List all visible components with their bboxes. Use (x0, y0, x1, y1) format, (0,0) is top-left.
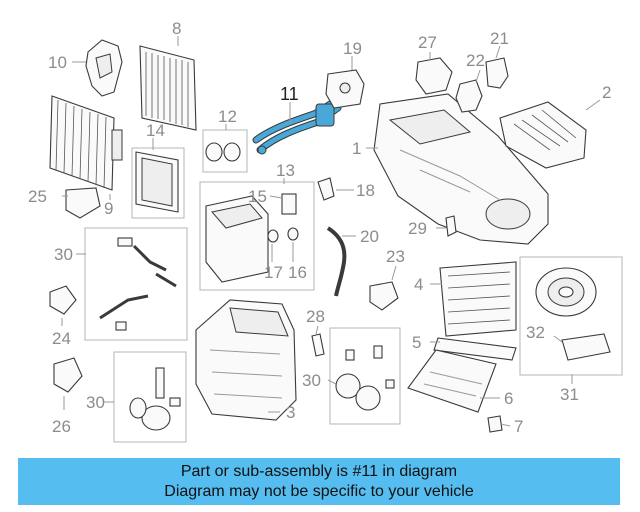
callout-5: 5 (412, 333, 421, 352)
part-24-bracket (49, 285, 77, 315)
callout-12: 12 (218, 107, 237, 126)
group-box-30-left (113, 351, 187, 443)
part-18-clip (317, 177, 335, 201)
group-box-30-right (329, 327, 401, 425)
part-31-linkages (99, 237, 177, 331)
callout-21: 21 (490, 29, 509, 48)
callout-17: 17 (264, 263, 283, 282)
part-33-resistor (561, 333, 611, 361)
part-25-bracket (65, 187, 101, 219)
callout-3: 3 (286, 403, 295, 422)
callout-16: 16 (288, 263, 307, 282)
callout-22: 22 (466, 51, 485, 70)
callout-30-right: 30 (302, 371, 321, 390)
part-19-gasket (325, 69, 365, 109)
part-14-cabin-filter (135, 151, 179, 213)
parts-diagram: 10 8 11 19 1 27 22 21 2 14 12 25 9 13 15… (28, 19, 623, 443)
part-6-tray (407, 349, 497, 413)
part-28-pin (311, 333, 325, 357)
part-4-filter (439, 261, 517, 337)
callout-20: 20 (360, 227, 379, 246)
part-9-evaporator (49, 95, 123, 191)
callout-8: 8 (172, 19, 181, 38)
callout-15: 15 (248, 187, 267, 206)
callout-29: 29 (408, 219, 427, 238)
callout-26: 26 (52, 417, 71, 436)
part-8-heater-core (139, 45, 197, 131)
part-5-seal-strip (433, 337, 517, 361)
group-box-12 (202, 129, 248, 173)
callout-2: 2 (602, 83, 611, 102)
callout-11: 11 (280, 84, 299, 104)
banner-line-1: Part or sub-assembly is #11 in diagram (180, 462, 458, 480)
callout-7: 7 (514, 417, 523, 436)
callout-10: 10 (48, 53, 67, 72)
part-2-air-duct (499, 101, 587, 169)
callout-19: 19 (343, 39, 362, 58)
part-10-bracket (85, 39, 123, 97)
callout-9: 9 (104, 199, 113, 218)
callout-25: 25 (28, 187, 47, 206)
callout-23: 23 (386, 247, 405, 266)
callout-14: 14 (146, 121, 165, 140)
callout-31: 30 (54, 245, 73, 264)
callout-32: 31 (560, 385, 579, 404)
part-23-module (369, 281, 399, 311)
group-box-32 (519, 256, 623, 376)
group-box-31 (84, 227, 188, 341)
part-12-seals (205, 142, 241, 162)
part-7-fastener (487, 415, 503, 433)
part-26-bracket (53, 357, 83, 393)
group-box-14 (131, 147, 185, 219)
callout-1: 1 (352, 139, 361, 158)
part-32-blower-motor (535, 267, 597, 317)
part-29-sensor (445, 215, 457, 237)
callout-6: 6 (504, 389, 513, 408)
part-22-actuator (455, 79, 483, 113)
callout-27: 27 (418, 33, 437, 52)
part-13-module (205, 193, 299, 283)
callout-numbers: 10 8 11 19 1 27 22 21 2 14 12 25 9 13 15… (28, 19, 611, 436)
leader-lines (61, 36, 601, 427)
banner-line-2: Diagram may not be specific to your vehi… (164, 482, 474, 500)
callout-24: 24 (52, 329, 71, 348)
callout-18: 18 (356, 181, 375, 200)
part-30-right-gears (335, 345, 395, 411)
part-3-lower-housing (195, 299, 297, 421)
part-1-hvac-housing (373, 93, 549, 245)
part-30-left-gears (129, 367, 181, 431)
part-20-drain-hose (326, 226, 347, 297)
callout-4: 4 (414, 275, 423, 294)
callout-13: 13 (276, 161, 295, 180)
group-box-13 (199, 181, 315, 291)
callout-28: 28 (306, 307, 325, 326)
info-banner: Part or sub-assembly is #11 in diagram D… (18, 458, 620, 505)
part-11-heater-pipes (252, 96, 342, 155)
part-21-actuator (485, 57, 509, 89)
callout-33: 32 (526, 323, 545, 342)
part-27-actuator (415, 57, 453, 95)
callout-30-left: 30 (86, 393, 105, 412)
